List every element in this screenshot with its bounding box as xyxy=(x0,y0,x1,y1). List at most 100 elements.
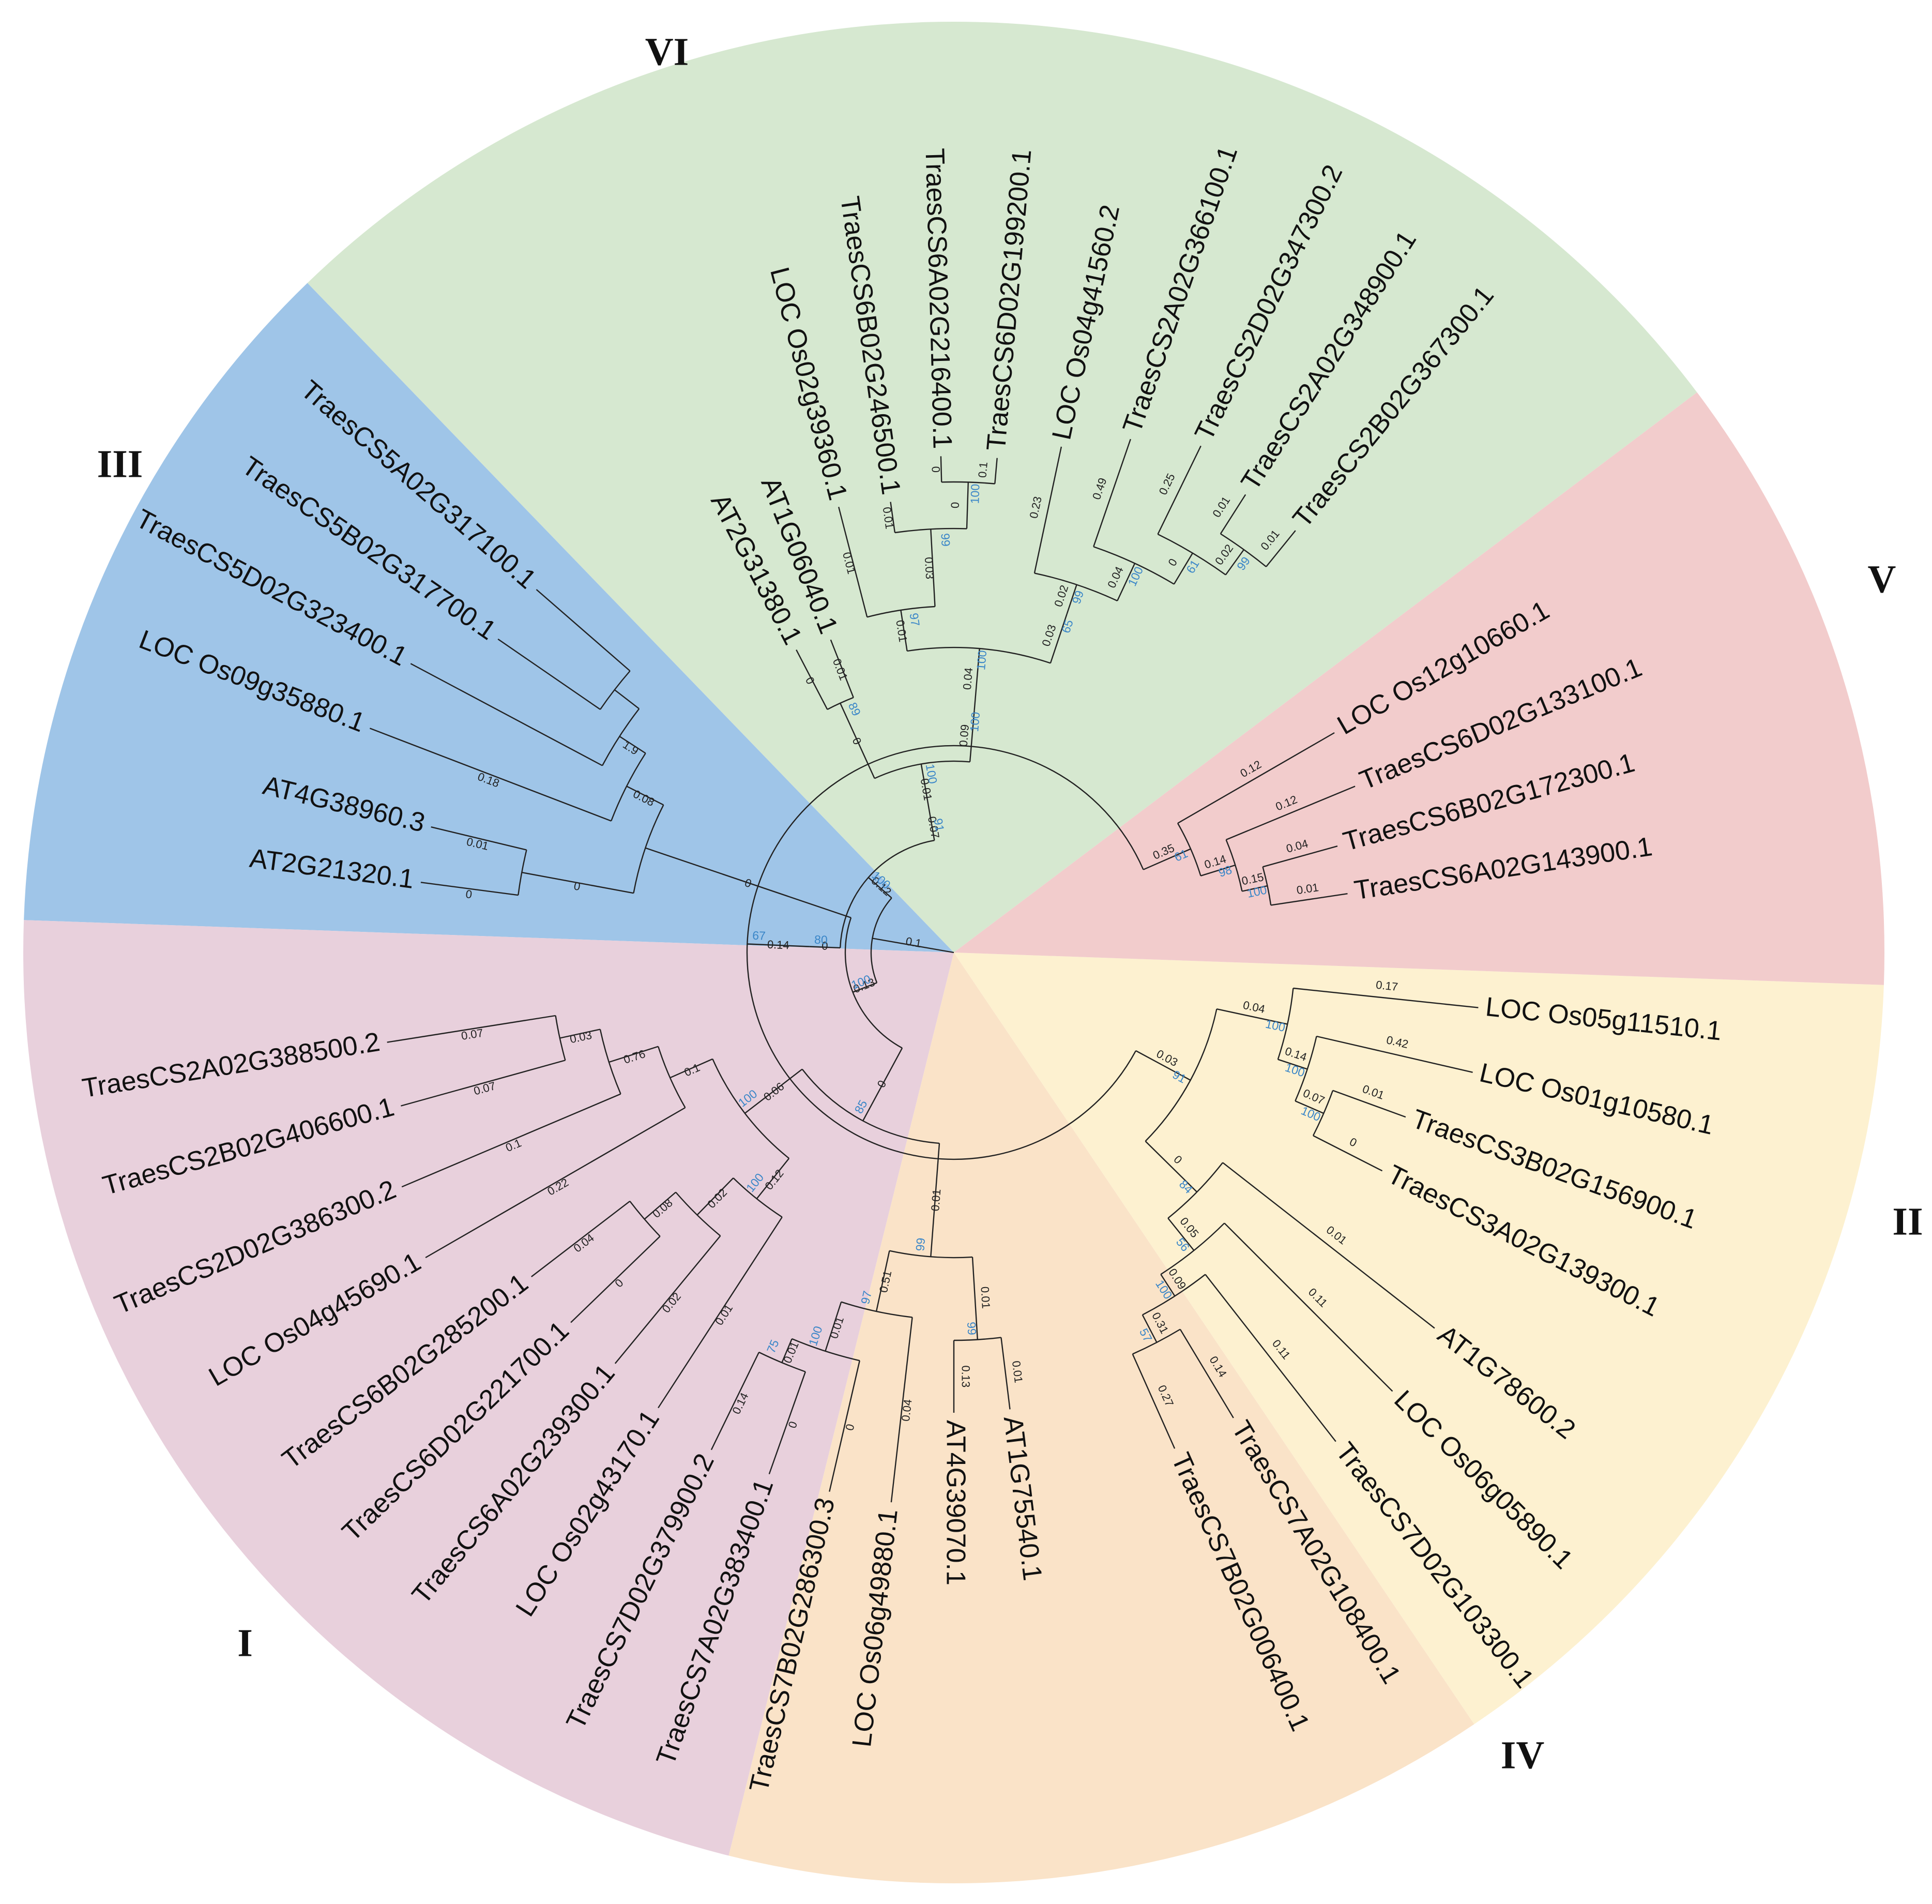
bootstrap-value: 99 xyxy=(965,1321,979,1335)
branch-arc xyxy=(675,1191,721,1236)
branch xyxy=(536,589,631,672)
clade-label-V: V xyxy=(1868,557,1896,601)
branch xyxy=(1173,552,1193,585)
branch xyxy=(645,847,851,918)
branch-length-label: 0 xyxy=(573,879,582,893)
branch xyxy=(890,1317,913,1503)
branch-arc xyxy=(844,917,903,1049)
branch-arc xyxy=(941,481,995,485)
branch xyxy=(710,1352,760,1450)
branch xyxy=(1205,1274,1336,1442)
branch-length-label: 0.1 xyxy=(905,934,922,950)
clade-label-I: I xyxy=(237,1621,253,1665)
branch xyxy=(1222,1162,1435,1329)
branch xyxy=(1033,446,1062,573)
branch xyxy=(1226,785,1356,841)
branch-arc xyxy=(894,527,967,534)
branch-arc xyxy=(611,752,646,822)
branch-arc xyxy=(633,805,664,894)
branch xyxy=(929,814,935,841)
branch xyxy=(1179,1328,1234,1418)
clade-sectors xyxy=(23,22,1884,1883)
branch xyxy=(781,1338,793,1363)
clade-sector-IV xyxy=(728,953,1474,1883)
branch-length-label: 0.01 xyxy=(1010,1360,1025,1384)
branch-arc xyxy=(907,646,1051,664)
branch-arc xyxy=(1132,1328,1181,1355)
branch xyxy=(1200,864,1236,877)
branch-arc xyxy=(866,606,935,618)
branch-arc xyxy=(1142,1274,1206,1316)
branch xyxy=(1143,848,1191,870)
branch xyxy=(387,1015,556,1043)
branch xyxy=(1145,1141,1198,1192)
branch xyxy=(973,648,980,711)
branch xyxy=(994,458,998,484)
branch xyxy=(829,1360,860,1492)
branch xyxy=(1332,1090,1406,1118)
bootstrap-value: 99 xyxy=(938,533,952,547)
clade-label-III: III xyxy=(97,442,143,486)
branch-length-label: 0.03 xyxy=(922,557,936,580)
branch-length-label: 0 xyxy=(929,466,942,473)
branch xyxy=(626,785,664,806)
branch xyxy=(1177,732,1335,824)
branch xyxy=(969,710,975,762)
branch-arc xyxy=(1160,1222,1225,1275)
branch xyxy=(838,506,868,617)
branch xyxy=(1220,494,1246,534)
branch xyxy=(900,610,908,652)
branch xyxy=(868,877,892,899)
branch xyxy=(420,882,519,896)
branch xyxy=(930,1143,940,1257)
branch-arc xyxy=(1145,1008,1218,1142)
branch-length-label: 0.13 xyxy=(960,1365,972,1387)
branch xyxy=(825,1302,842,1352)
branch-arc xyxy=(874,760,970,779)
branch xyxy=(1266,530,1296,567)
branch xyxy=(1224,1222,1393,1392)
branch xyxy=(401,1060,566,1107)
branch-arc xyxy=(792,1338,860,1362)
branch xyxy=(1225,549,1244,576)
branch-length-label: 0.01 xyxy=(929,1188,943,1212)
branch-arc xyxy=(1157,534,1226,576)
clade-sector-VI xyxy=(307,22,1697,953)
branch xyxy=(966,482,969,529)
branch xyxy=(1271,893,1348,906)
bootstrap-value: 99 xyxy=(913,1237,927,1251)
branch-length-label: 0.01 xyxy=(880,506,896,530)
branch xyxy=(796,649,828,710)
branch xyxy=(1293,987,1479,1008)
branch-arc xyxy=(1034,572,1118,601)
branch-arc xyxy=(1295,1036,1317,1101)
branch xyxy=(431,826,527,851)
branch-length-label: 0.17 xyxy=(1375,978,1398,993)
tip-label: AT4G39070.1 xyxy=(940,1420,970,1585)
branch xyxy=(890,502,896,533)
branch-arc xyxy=(801,1068,940,1144)
branch xyxy=(670,1058,713,1079)
clade-label-IV: IV xyxy=(1501,1733,1545,1777)
branch xyxy=(1242,885,1268,892)
branch xyxy=(1277,1059,1308,1070)
bootstrap-value: 67 xyxy=(752,929,766,943)
branch-length-label: 0.01 xyxy=(1296,881,1319,897)
bootstrap-value: 100 xyxy=(923,763,940,784)
bootstrap-value: 91 xyxy=(931,818,947,833)
branch xyxy=(744,1068,803,1114)
branch-arc xyxy=(889,1250,973,1259)
branch xyxy=(920,764,931,815)
branch-arc xyxy=(712,1059,789,1159)
clade-label-VI: VI xyxy=(645,30,689,73)
branch xyxy=(1093,439,1131,547)
bootstrap-value: 97 xyxy=(907,612,922,627)
branch-arc xyxy=(870,897,892,983)
branch xyxy=(1142,1314,1158,1343)
branch-length-label: 0 xyxy=(465,887,473,901)
branch xyxy=(872,938,954,954)
branch-arc xyxy=(1225,839,1243,891)
branch xyxy=(1066,584,1077,614)
branch-arc xyxy=(1312,1090,1334,1136)
